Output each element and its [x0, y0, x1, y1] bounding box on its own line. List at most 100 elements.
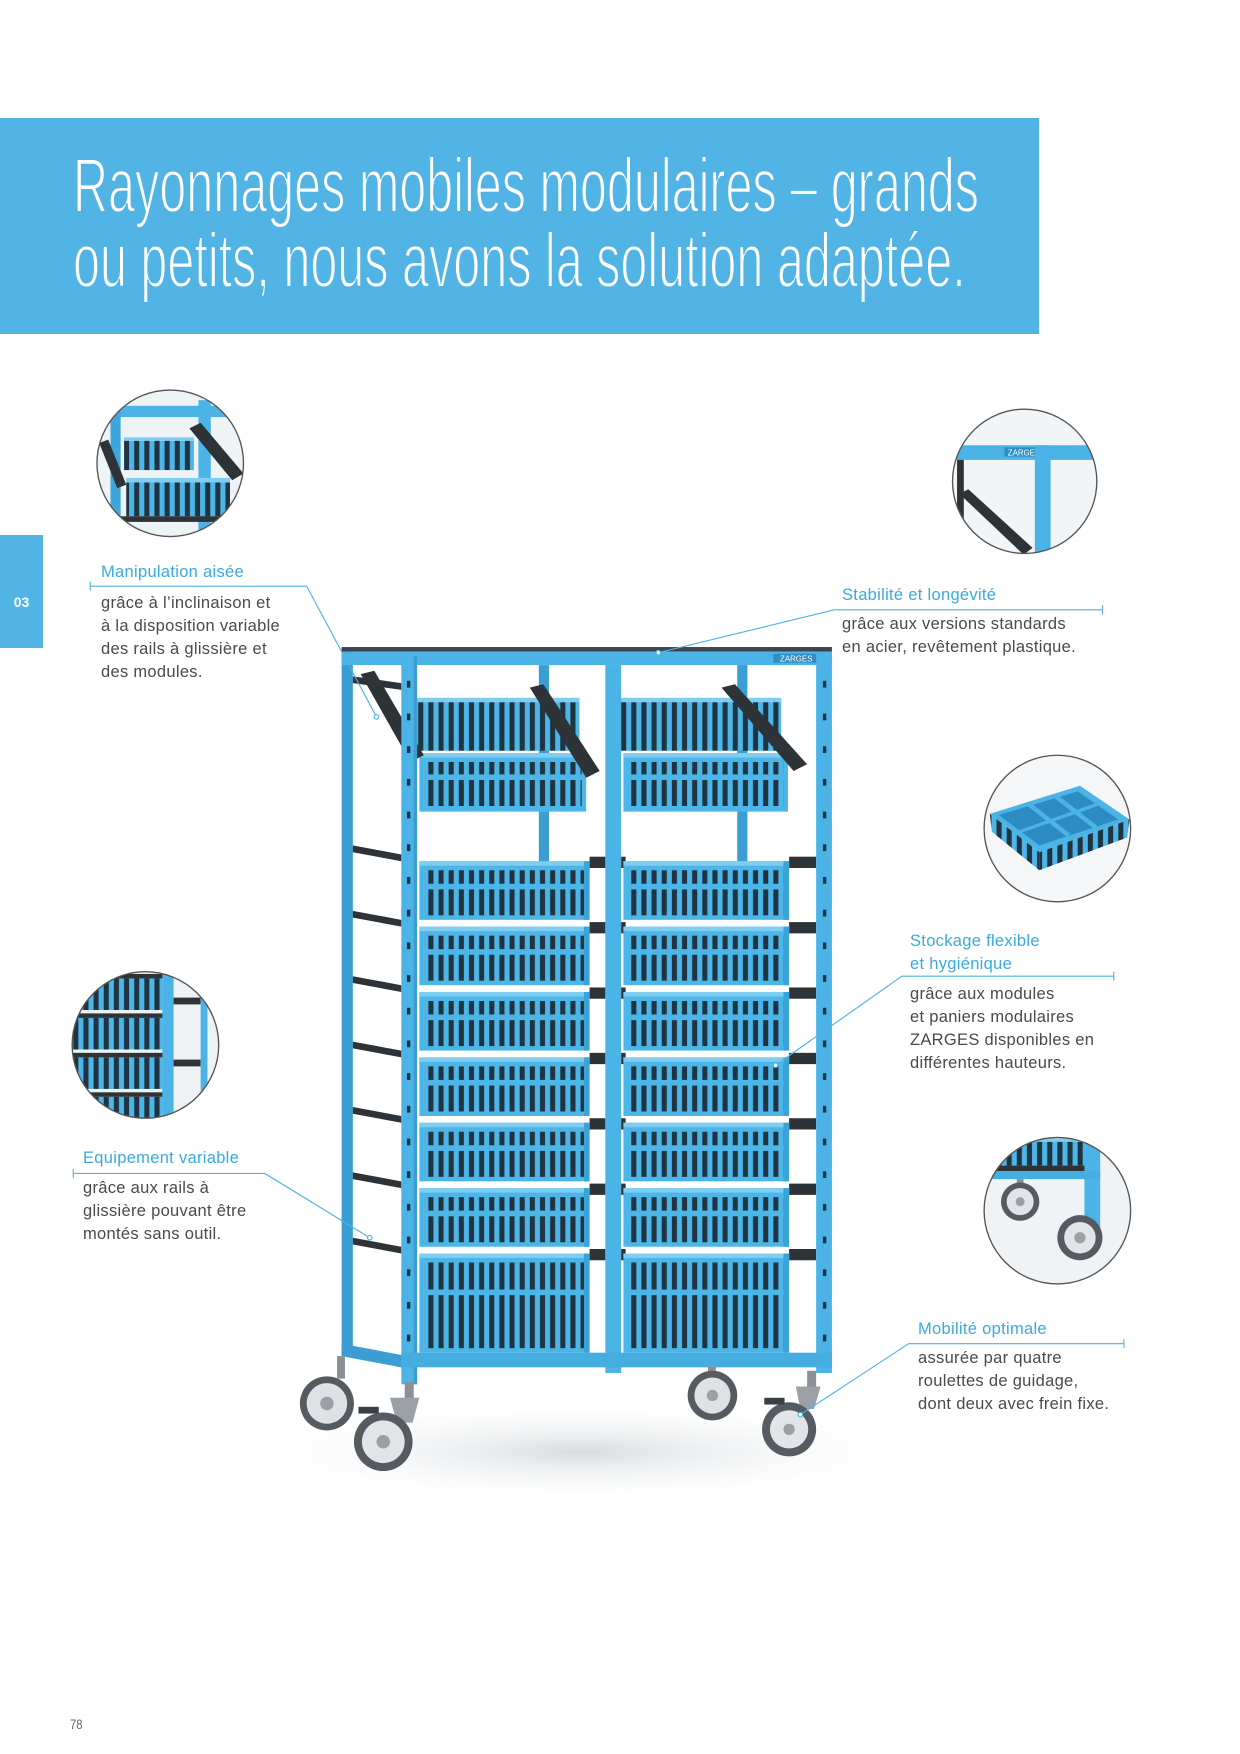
detail-circle-mobility-part-part	[1015, 1197, 1025, 1207]
callout-leaders	[72, 581, 1125, 1418]
detail-circle-equipment-part-part	[173, 1059, 201, 1067]
leader-mobility	[800, 1343, 1124, 1416]
brand-label: ZARGES	[1008, 448, 1040, 457]
leader-end	[797, 1411, 804, 1418]
side-rail	[352, 976, 402, 992]
bottom-front-bar	[401, 1352, 832, 1368]
detail-circle-mobility	[983, 1136, 1132, 1285]
callout-text: roulettes de guidage,	[918, 1372, 1079, 1390]
post-hole	[822, 975, 827, 982]
post-hole	[406, 746, 411, 754]
callout-text: grâce aux rails à	[83, 1179, 210, 1197]
detail-circle-storage-part	[984, 755, 1131, 902]
storage-basket	[419, 926, 590, 986]
post-hole	[406, 1269, 411, 1277]
right-rail	[789, 1052, 817, 1065]
basket-rim	[623, 1122, 790, 1128]
basket-rim	[616, 697, 782, 703]
basket-slots	[423, 1262, 586, 1290]
post-hole	[406, 1171, 411, 1178]
post-hole	[822, 1334, 827, 1342]
basket-slots	[423, 889, 586, 916]
right-rail	[789, 1183, 817, 1195]
callout-text: montés sans outil.	[83, 1225, 222, 1243]
callout-text: ZARGES disponibles en	[910, 1031, 1095, 1049]
detail-circle-equipment-part-part	[72, 978, 163, 1011]
post-hole	[406, 1007, 411, 1015]
storage-basket	[419, 861, 590, 920]
basket-slots	[627, 1085, 785, 1112]
caster-back-right	[687, 1366, 738, 1421]
callout-text: différentes hauteurs.	[910, 1054, 1067, 1072]
detail-circle-equipment	[71, 971, 220, 1119]
basket-side	[583, 1057, 590, 1116]
caster-front-left-part	[376, 1434, 391, 1449]
post-hole	[406, 1334, 411, 1342]
callout-equipment-body: grâce aux rails à glissière pouvant être…	[83, 1177, 246, 1246]
post-hole	[822, 1040, 827, 1048]
brake-pedal	[764, 1397, 785, 1405]
detail-circle-mobility-part-part	[1074, 1232, 1086, 1244]
detail-circle-equipment-part	[71, 971, 220, 1119]
callout-text: en acier, revêtement plastique.	[842, 638, 1077, 656]
leader-stability	[658, 609, 1103, 654]
callout-text: des rails à glissière et	[101, 640, 267, 658]
basket-slots	[627, 762, 784, 775]
caster-back-left-part	[320, 1396, 334, 1411]
post-hole	[822, 844, 827, 852]
post-hole	[822, 1203, 827, 1211]
leader-storage	[775, 975, 1114, 1066]
callout-title: Stockage flexible	[910, 932, 1040, 950]
post-hole	[406, 1203, 411, 1211]
post-hole	[406, 1301, 411, 1309]
basket-rim	[419, 753, 587, 758]
detail-circle-storage-part	[983, 754, 1132, 903]
detail-circle-equipment-part-part	[162, 971, 174, 1119]
detail-circle-mobility-part-part	[1084, 1137, 1101, 1229]
basket-slots	[627, 780, 784, 806]
basket-slots	[423, 1197, 586, 1211]
detail-circle-mobility-part-part	[984, 1171, 1101, 1180]
detail-circle-mobility-part-part	[984, 1165, 1092, 1172]
bottom-side-bar	[341, 1343, 402, 1368]
side-rail	[352, 1172, 402, 1189]
detail-circle-handling-part-part	[126, 482, 230, 517]
callout-equipment-title: Equipement variable	[83, 1147, 239, 1170]
basket-rim	[623, 753, 788, 758]
caster-front-right-part	[795, 1386, 821, 1410]
basket-side	[583, 991, 590, 1051]
post-hole	[406, 975, 411, 982]
basket-side	[783, 1253, 790, 1353]
side-rail	[352, 910, 402, 927]
side-rail	[352, 845, 402, 862]
baskets	[412, 697, 790, 1353]
basket-slots	[627, 954, 785, 981]
front-left-post	[401, 656, 418, 1385]
side-rail	[352, 1041, 402, 1058]
basket-slots	[423, 1150, 586, 1177]
basket-rim	[419, 991, 590, 997]
storage-basket	[623, 926, 790, 986]
right-rail	[789, 856, 817, 868]
detail-circle-equipment-part-part	[200, 971, 208, 1119]
middle-post	[605, 665, 622, 1373]
detail-circle-storage	[983, 754, 1132, 903]
storage-basket	[623, 1122, 790, 1182]
basket-slots	[627, 1216, 785, 1243]
detail-circle-stability-part	[951, 408, 1098, 555]
basket-slots	[627, 1066, 785, 1080]
front-left-post-shade	[413, 656, 418, 1385]
detail-circle-equipment-part	[72, 971, 219, 1119]
basket-slots	[627, 870, 785, 884]
callout-storage-body: grâce aux modules et paniers modulaires …	[910, 983, 1094, 1075]
detail-circle-equipment-part-part	[173, 997, 201, 1005]
detail-circle-storage-part-part	[1026, 801, 1071, 838]
post-hole	[406, 1138, 411, 1146]
post-hole	[406, 844, 411, 852]
detail-circle-stability-part-part	[952, 409, 1097, 554]
basket-slots	[627, 935, 785, 950]
detail-circle-equipment-part-part	[72, 1052, 165, 1058]
detail-circle-storage-part-part	[1039, 819, 1130, 871]
basket-side	[783, 1122, 790, 1182]
center-rail	[589, 856, 606, 868]
